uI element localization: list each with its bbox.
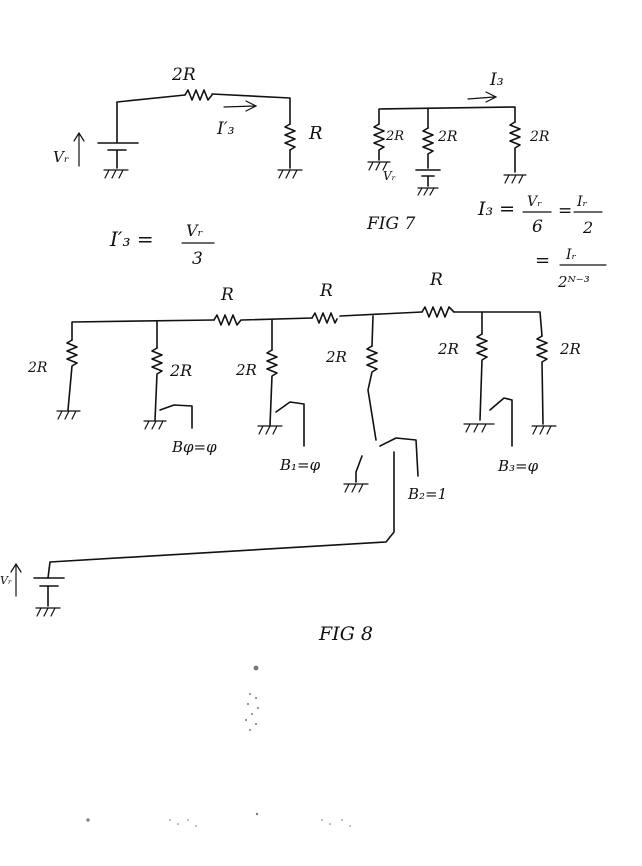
fig7-r1-label: 2R	[385, 129, 404, 144]
fig-top-circuit	[73, 89, 303, 179]
fig8-shunt-resistor-0	[66, 339, 78, 411]
fig7-resistor-2	[422, 127, 434, 169]
ground-symbol	[257, 425, 283, 435]
fig8-series-r3-label: R	[429, 270, 443, 290]
current-arrow-icon	[223, 100, 258, 112]
fig8-b3-label: B₃=φ	[497, 457, 539, 475]
switch-b3	[489, 397, 513, 447]
current-arrow-icon	[467, 91, 498, 103]
scan-artifacts	[86, 665, 351, 827]
resistor-r-right	[284, 123, 296, 151]
ground-symbol	[531, 425, 557, 435]
fig8-shunt-resistor-1	[151, 347, 163, 421]
fig8-shunt-r0-label: 2R	[27, 360, 48, 376]
fig8-circuit	[10, 306, 557, 617]
ground-symbol	[56, 410, 81, 420]
fig8-shunt-r5-label: 2R	[559, 340, 581, 358]
fig-top-r-right-label: R	[308, 123, 323, 144]
fig8-b2-label: B₂=1	[407, 485, 447, 503]
fig7-r2-label: 2R	[437, 129, 458, 145]
fig7-r3-label: 2R	[529, 129, 550, 145]
switch-b0	[159, 404, 193, 429]
fig7-equation: I₃ = Vᵣ 6 = Iᵣ 2 = Iᵣ 2ᴺ⁻³	[477, 194, 607, 291]
fig-top-equation: I′₃ = Vᵣ 3	[109, 221, 215, 269]
fig7-eq-equals: =	[558, 201, 572, 221]
fig-top-source-label: Vᵣ	[53, 148, 69, 166]
fig8-shunt-resistor-2	[266, 349, 278, 426]
switch-b2	[379, 437, 419, 477]
battery-symbol	[415, 169, 441, 187]
fig7-caption: FIG 7	[366, 214, 415, 234]
fig7-eq-num2: Iᵣ	[576, 194, 588, 210]
fig8-series-resistor-1	[213, 314, 242, 326]
fig7-eq2-num: Iᵣ	[565, 247, 577, 263]
ground-symbol	[367, 161, 391, 171]
fig8-shunt-r2-label: 2R	[235, 361, 257, 379]
voltage-arrow-icon	[10, 562, 22, 597]
fig8-shunt-r1-label: 2R	[169, 361, 192, 380]
switch-b1	[275, 401, 305, 447]
fig8-shunt-resistor-3	[366, 345, 378, 441]
equation-denominator: 3	[192, 249, 203, 269]
ground-symbol	[417, 187, 439, 196]
fig7-source-label: Vᵣ	[383, 169, 396, 183]
fig8-series-r2-label: R	[319, 281, 333, 301]
ground-symbol	[103, 169, 129, 179]
fig8-shunt-r4-label: 2R	[437, 340, 459, 358]
fig8-series-resistor-3	[421, 306, 455, 318]
fig7-circuit	[367, 91, 527, 196]
fig8-b1-label: B₁=φ	[279, 456, 321, 474]
battery-symbol	[33, 577, 65, 607]
fig8-shunt-r3-label: 2R	[325, 348, 347, 366]
fig7-eq-den2: 2	[582, 218, 593, 237]
battery-symbol	[97, 142, 139, 169]
equation-lhs: I′₃ =	[109, 227, 154, 251]
ground-symbol	[343, 483, 369, 493]
fig7-eq2-den: 2ᴺ⁻³	[557, 273, 590, 291]
fig8-shunt-resistor-4	[476, 333, 488, 421]
ground-symbol	[35, 607, 61, 617]
fig7-resistor-1	[373, 123, 385, 161]
fig8-b0-label: Bφ=φ	[171, 438, 217, 456]
fig8-source-label: Vᵣ	[0, 574, 12, 587]
fig7-current-label: I₃	[489, 70, 504, 90]
fig-top-current-label: I′₃	[216, 119, 235, 139]
fig7-eq-num1: Vᵣ	[527, 194, 542, 210]
fig-top-r-label: 2R	[171, 65, 196, 85]
ground-symbol	[503, 174, 527, 184]
fig8-caption: FIG 8	[318, 623, 373, 645]
voltage-arrow-icon	[73, 131, 85, 167]
ground-symbol	[143, 420, 167, 430]
fig8-series-r1-label: R	[220, 285, 234, 305]
ground-symbol	[277, 169, 303, 179]
fig7-eq2-equals: =	[535, 250, 550, 271]
resistor-2r-top	[184, 89, 213, 101]
equation-numerator: Vᵣ	[186, 221, 204, 240]
ground-symbol	[463, 423, 495, 433]
fig7-resistor-3	[509, 121, 521, 173]
fig8-shunt-resistor-5	[536, 335, 548, 425]
fig7-eq-lhs: I₃ =	[477, 198, 515, 220]
fig8-series-resistor-2	[311, 312, 338, 324]
fig7-eq-den1: 6	[532, 217, 543, 237]
